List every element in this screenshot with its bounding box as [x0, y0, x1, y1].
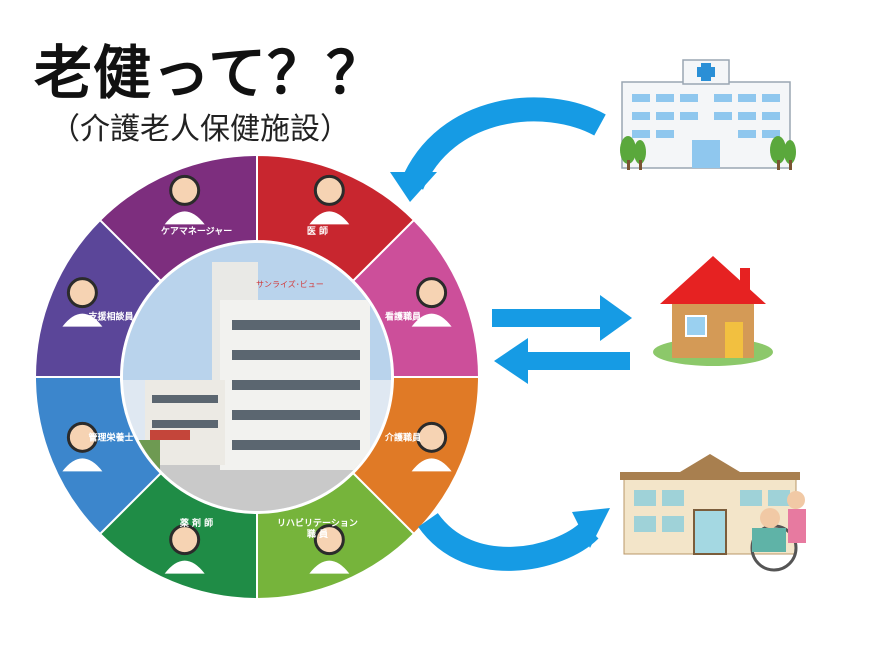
page-subtitle: （介護老人保健施設）: [50, 112, 350, 147]
staff-person-icon: [416, 421, 448, 453]
wheel-segment-label: ケアマネージャー: [161, 226, 232, 237]
flow-arrows: [390, 97, 632, 571]
wheel-segment-label: リハビリテーション: [277, 517, 358, 529]
wheel-segment-label-line2: 職 員: [307, 528, 328, 540]
arrow-to-home-head: [600, 295, 632, 341]
staff-person-icon: [66, 421, 98, 453]
staff-body-icon: [411, 458, 452, 472]
arrow-care-head: [572, 508, 610, 548]
house-icon: [653, 256, 773, 366]
wheel-segment-label: 看護職員: [385, 311, 421, 323]
arrow-to-home-shaft: [492, 309, 602, 327]
staff-body-icon: [309, 211, 350, 225]
arrow-from-home-head: [494, 338, 528, 384]
staff-person-icon: [169, 174, 201, 206]
wheel-segment-label: 介護職員: [384, 431, 421, 443]
building-sign: サンライズ･ビュー: [256, 279, 324, 289]
staff-body-icon: [164, 211, 205, 225]
wheel-segment-label: 薬 剤 師: [180, 517, 213, 529]
arrow-facility-to-care: [418, 512, 599, 571]
arrow-hospital-head: [390, 172, 437, 202]
staff-person-icon: [66, 277, 98, 309]
staff-body-icon: [62, 313, 103, 327]
staff-body-icon: [164, 560, 205, 574]
hospital-icon: [620, 59, 796, 170]
wheel-segment-label: 医 師: [307, 225, 328, 237]
arrow-from-home-shaft: [526, 352, 630, 370]
staff-body-icon: [62, 458, 103, 472]
arrow-hospital-to-facility: [400, 97, 606, 191]
wheel-segment-label: 管理栄養士: [89, 431, 134, 443]
staff-person-icon: [313, 524, 345, 556]
staff-person-icon: [169, 524, 201, 556]
care-facility-icon: [620, 454, 806, 572]
staff-person-icon: [313, 174, 345, 206]
staff-body-icon: [411, 313, 452, 327]
page-title: 老健って？？: [34, 39, 386, 107]
staff-body-icon: [309, 560, 350, 574]
wheel-segment-label: 支援相談員: [88, 311, 134, 323]
staff-person-icon: [416, 277, 448, 309]
